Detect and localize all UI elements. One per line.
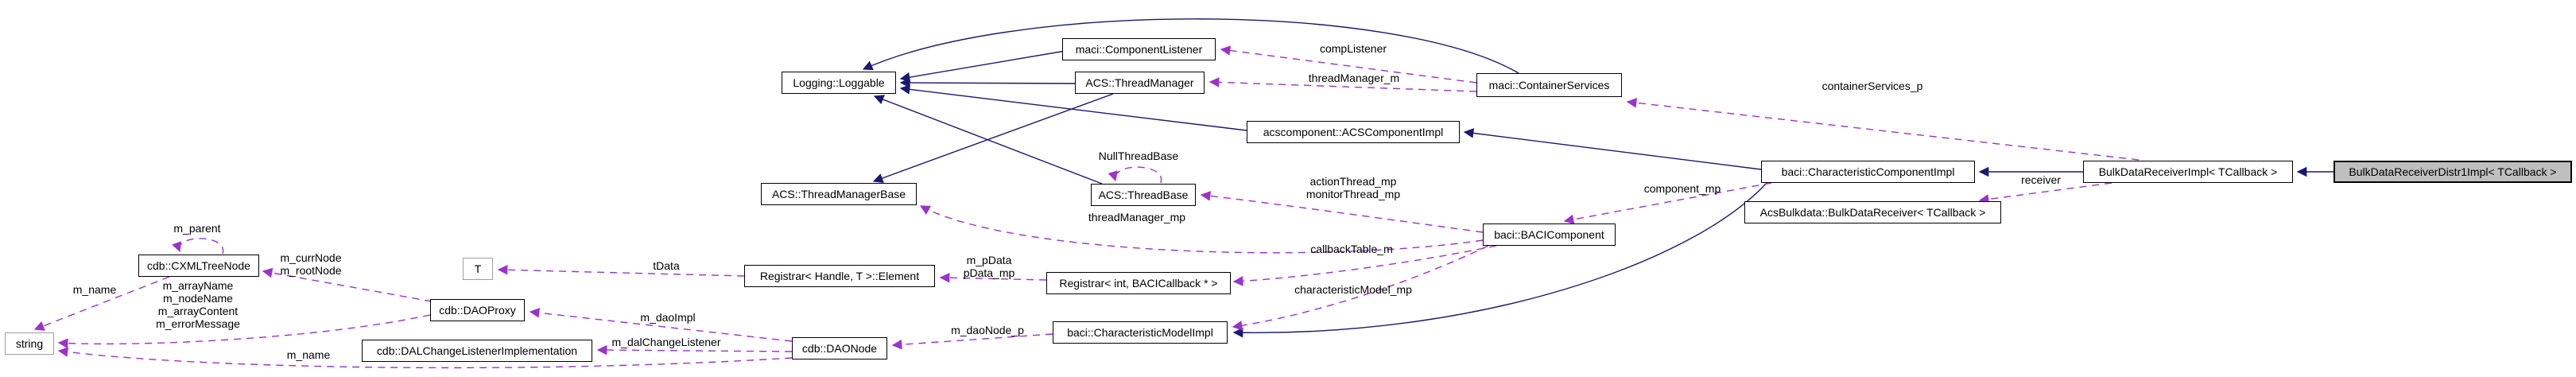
class-node-bulkDataReceiverImpl[interactable]: BulkDataReceiverImpl< TCallback > bbox=[2083, 161, 2293, 183]
edge-label-m_name: m_name bbox=[72, 283, 117, 296]
edge-threadManager-to-threadManagerBase bbox=[872, 93, 1114, 184]
class-node-loggable[interactable]: Logging::Loggable bbox=[782, 72, 896, 94]
edge-label-compListener: compListener bbox=[1319, 42, 1387, 55]
edge-charComponentImpl-to-baciComponent bbox=[1563, 182, 1772, 225]
edge-baciComponent-to-charModelImpl bbox=[1232, 245, 1489, 331]
class-node-daoProxy[interactable]: cdb::DAOProxy bbox=[430, 299, 525, 321]
edge-label-tData: tData bbox=[653, 259, 680, 272]
edge-daoNode-to-daoProxy bbox=[529, 308, 793, 342]
class-node-threadBase[interactable]: ACS::ThreadBase bbox=[1091, 184, 1196, 206]
edge-label-receiver: receiver bbox=[2021, 173, 2061, 186]
edge-threadBase-to-threadBase bbox=[1108, 166, 1162, 184]
class-node-distr1Impl: BulkDataReceiverDistr1Impl< TCallback > bbox=[2334, 161, 2572, 183]
class-node-daoNode[interactable]: cdb::DAONode bbox=[792, 337, 887, 360]
class-node-charModelImpl[interactable]: baci::CharacteristicModelImpl bbox=[1053, 321, 1228, 344]
class-node-containerServices[interactable]: maci::ContainerServices bbox=[1476, 73, 1622, 97]
edge-containerServices-to-loggable bbox=[862, 18, 1519, 74]
edge-charComponentImpl-to-acsComponentImpl bbox=[1463, 128, 1762, 170]
edge-componentListener-to-loggable bbox=[899, 50, 1066, 83]
edge-daoNode-to-dalChangeListenerImpl bbox=[596, 344, 793, 356]
edge-label-m_parent: m_parent bbox=[173, 222, 221, 235]
class-node-threadManager[interactable]: ACS::ThreadManager bbox=[1075, 72, 1205, 94]
edge-containerServices-to-componentListener bbox=[1220, 45, 1477, 84]
edge-daoProxy-to-cxmlTreeNode bbox=[262, 267, 433, 302]
class-node-threadManagerBase[interactable]: ACS::ThreadManagerBase bbox=[761, 183, 917, 205]
class-node-tParam: T bbox=[463, 258, 493, 280]
class-node-cxmlTreeNode[interactable]: cdb::CXMLTreeNode bbox=[138, 255, 259, 277]
edge-daoProxy-to-stringNode bbox=[57, 314, 431, 348]
edge-daoNode-to-stringNode bbox=[57, 347, 793, 369]
edge-label-m_daoNode_p: m_daoNode_p bbox=[951, 324, 1024, 336]
edge-label-containerServices_p: containerServices_p bbox=[1821, 80, 1923, 92]
edge-registrarElement-to-tParam bbox=[497, 264, 745, 277]
edge-cxmlTreeNode-to-stringNode bbox=[33, 276, 170, 331]
class-node-acsComponentImpl[interactable]: acscomponent::ACSComponentImpl bbox=[1247, 121, 1460, 143]
edge-threadManager-to-loggable bbox=[899, 77, 1076, 88]
edge-containerServices-to-threadManager bbox=[1208, 77, 1477, 92]
edge-charModelImpl-to-daoNode bbox=[891, 333, 1053, 350]
edge-label-characteristicModel_mp: characteristicModel_mp bbox=[1294, 283, 1412, 296]
class-node-registrarElement[interactable]: Registrar< Handle, T >::Element bbox=[744, 265, 935, 287]
edge-baciComponent-to-registrarInt bbox=[1232, 245, 1497, 286]
edge-registrarInt-to-registrarElement bbox=[939, 272, 1047, 283]
class-node-stringNode: string bbox=[5, 332, 54, 355]
class-node-dalChangeListenerImpl[interactable]: cdb::DALChangeListenerImplementation bbox=[362, 340, 592, 362]
edge-label-m_daoImpl: m_daoImpl bbox=[640, 311, 696, 324]
edge-charComponentImpl-to-charModelImpl bbox=[1232, 182, 1767, 338]
edge-label-m_dalChangeListener: m_dalChangeListener bbox=[611, 336, 721, 348]
edge-label-m_name: m_name bbox=[286, 348, 331, 361]
edge-label-threadManager_m: threadManager_m bbox=[1308, 72, 1400, 84]
edge-baciComponent-to-threadManagerBase bbox=[919, 205, 1484, 254]
edge-baciComponent-to-threadBase bbox=[1200, 191, 1484, 233]
edge-label-NullThreadBase: NullThreadBase bbox=[1098, 150, 1179, 162]
edge-label-callbackTable_m: callbackTable_m bbox=[1310, 243, 1393, 255]
edge-bulkDataReceiverImpl-to-acsBulkdataReceiver bbox=[1978, 182, 2112, 204]
edge-acsComponentImpl-to-loggable bbox=[899, 84, 1247, 131]
class-node-registrarInt[interactable]: Registrar< int, BACICallback * > bbox=[1046, 272, 1231, 294]
class-node-baciComponent[interactable]: baci::BACIComponent bbox=[1483, 223, 1616, 246]
edge-bulkDataReceiverImpl-to-containerServices bbox=[1626, 98, 2140, 161]
class-node-componentListener[interactable]: maci::ComponentListener bbox=[1062, 38, 1216, 60]
class-node-charComponentImpl[interactable]: baci::CharacteristicComponentImpl bbox=[1761, 161, 1975, 183]
edge-label-threadManager_mp: threadManager_mp bbox=[1088, 211, 1186, 223]
edge-cxmlTreeNode-to-cxmlTreeNode bbox=[172, 238, 224, 255]
class-node-acsBulkdataReceiver[interactable]: AcsBulkdata::BulkDataReceiver< TCallback… bbox=[1744, 201, 2001, 223]
edge-label-component_mp: component_mp bbox=[1643, 182, 1721, 195]
